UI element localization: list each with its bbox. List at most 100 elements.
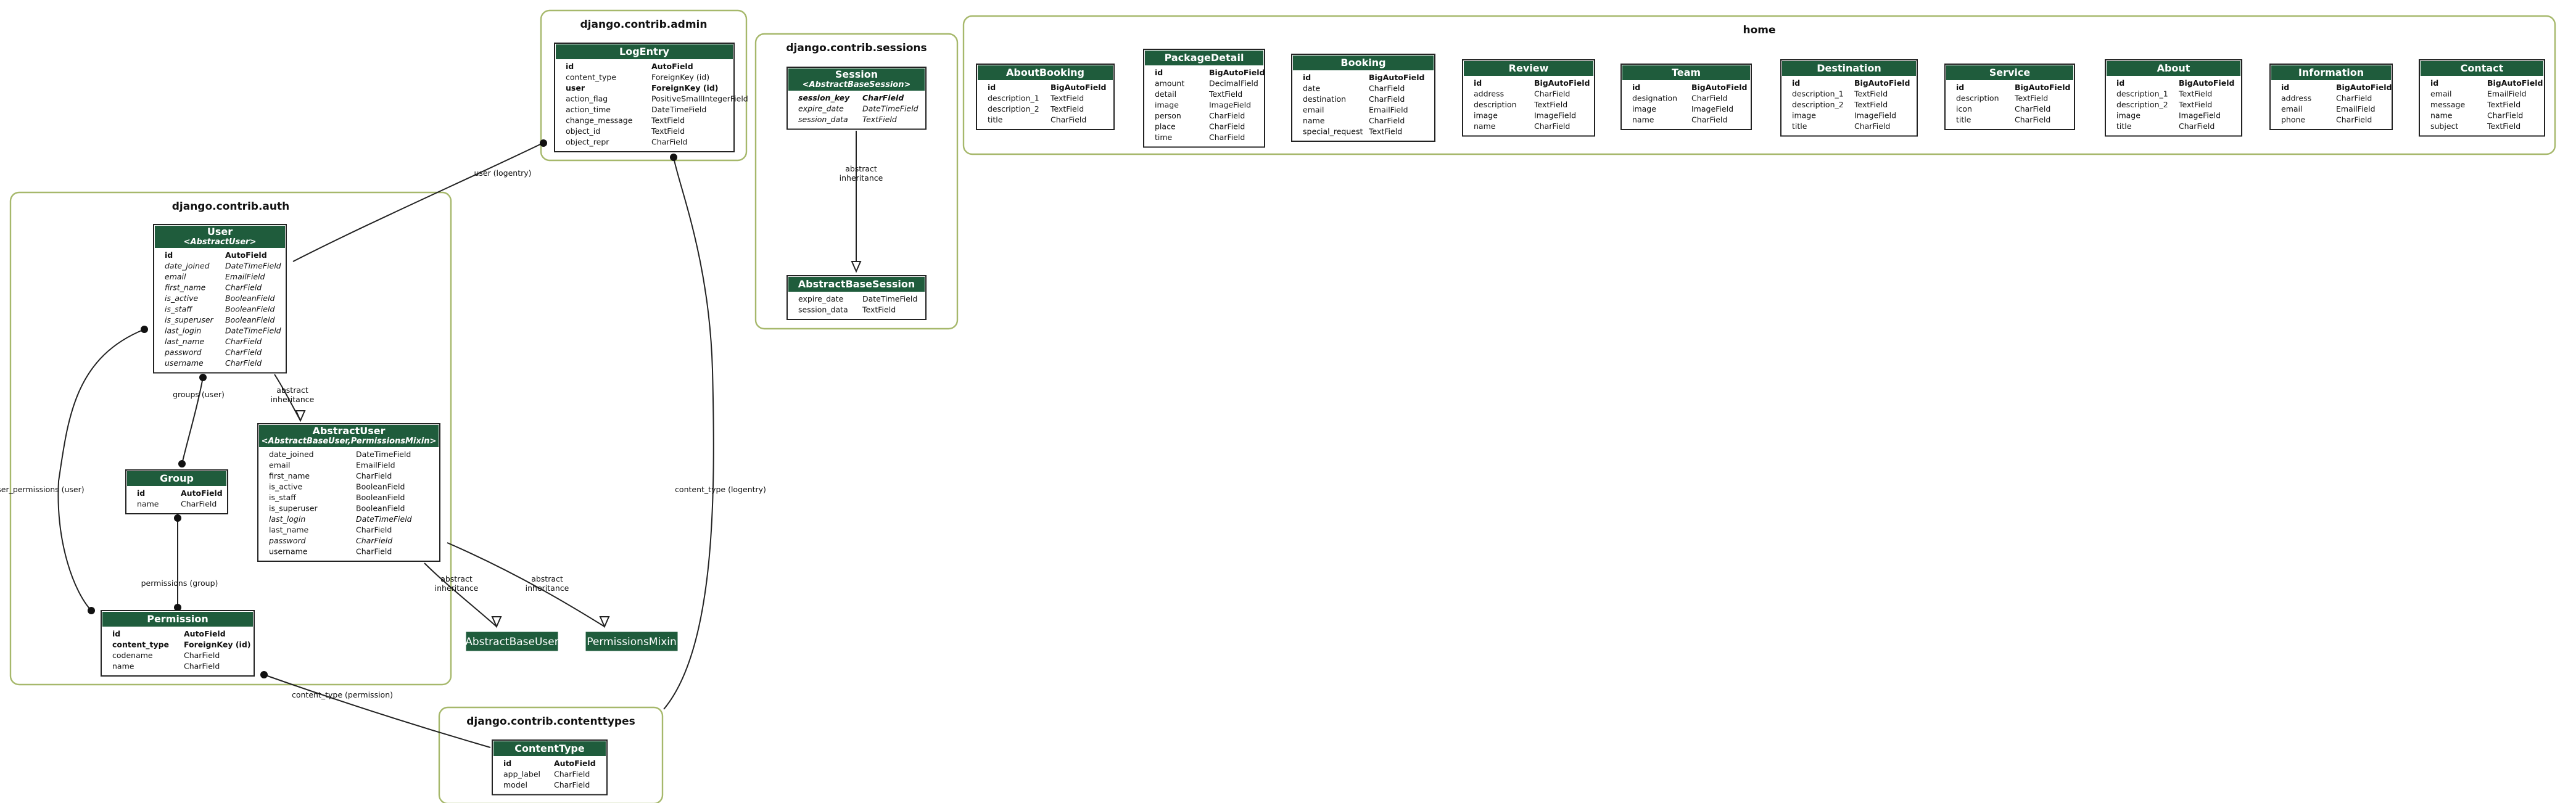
field-name: id bbox=[1632, 83, 1640, 92]
model-title: PackageDetail bbox=[1165, 52, 1244, 64]
mixin-abstractbaseuser: AbstractBaseUser bbox=[465, 632, 559, 651]
field-type: BooleanField bbox=[225, 294, 275, 303]
field-name: email bbox=[2430, 89, 2451, 99]
field-type: ForeignKey (id) bbox=[184, 640, 251, 649]
model-header bbox=[155, 226, 285, 248]
field-type: CharField bbox=[862, 93, 904, 102]
field-type: CharField bbox=[651, 138, 687, 147]
field-type: BooleanField bbox=[225, 305, 275, 314]
field-name: description_1 bbox=[2116, 89, 2168, 99]
field-type: DateTimeField bbox=[862, 104, 919, 113]
field-type: CharField bbox=[2179, 121, 2215, 131]
field-name: image bbox=[1632, 104, 1656, 113]
field-type: CharField bbox=[1209, 122, 1245, 131]
field-type: BigAutoField bbox=[2336, 83, 2392, 92]
field-type: CharField bbox=[356, 547, 392, 556]
field-name: id bbox=[566, 62, 574, 71]
field-type: CharField bbox=[1534, 89, 1570, 99]
edge-endpoint-dot bbox=[540, 139, 547, 147]
field-name: destination bbox=[1303, 94, 1346, 104]
field-name: session_data bbox=[798, 305, 848, 315]
edge-endpoint-dot bbox=[178, 460, 186, 467]
field-row: is_active BooleanField bbox=[165, 294, 275, 303]
cluster-title: django.contrib.auth bbox=[172, 200, 290, 213]
edge-line bbox=[181, 377, 204, 464]
field-name: is_active bbox=[165, 294, 199, 303]
field-type: DateTimeField bbox=[862, 294, 917, 303]
field-name: last_login bbox=[269, 514, 305, 524]
inheritance-arrowhead bbox=[599, 616, 610, 628]
field-name: message bbox=[2430, 100, 2465, 109]
field-name: id bbox=[2281, 83, 2289, 92]
mixin-label: AbstractBaseUser bbox=[465, 636, 559, 648]
model-title: Team bbox=[1672, 67, 1701, 78]
field-name: is_active bbox=[269, 482, 303, 492]
field-name: id bbox=[1792, 78, 1800, 88]
field-type: EmailField bbox=[1369, 105, 1408, 115]
edge-line bbox=[292, 142, 543, 262]
field-name: email bbox=[165, 272, 186, 281]
field-name: app_label bbox=[503, 770, 540, 779]
field-name: action_flag bbox=[566, 94, 608, 104]
edge-line bbox=[447, 542, 605, 627]
field-name: description_2 bbox=[2116, 100, 2168, 109]
mixin-box bbox=[466, 632, 558, 651]
field-type: CharField bbox=[1691, 94, 1727, 103]
field-name: id bbox=[1956, 83, 1964, 92]
model-header bbox=[127, 471, 226, 486]
edge-permission-contenttype: content_type (permission) bbox=[260, 671, 491, 748]
model-title: AbstractUser bbox=[312, 425, 385, 437]
field-type: ImageField bbox=[1854, 111, 1896, 120]
edge-endpoint-dot bbox=[670, 154, 677, 161]
cluster-title: django.contrib.admin bbox=[580, 19, 708, 31]
field-name: date bbox=[1303, 84, 1320, 93]
field-type: EmailField bbox=[2336, 104, 2376, 113]
model-title: User bbox=[207, 226, 233, 237]
field-type: CharField bbox=[225, 358, 262, 368]
field-name: description_1 bbox=[1792, 89, 1844, 99]
field-name: first_name bbox=[165, 283, 206, 292]
model-header bbox=[1946, 65, 2073, 80]
field-type: CharField bbox=[2015, 104, 2050, 113]
field-name: username bbox=[269, 547, 308, 556]
model-header bbox=[1293, 56, 1434, 70]
model-header bbox=[102, 612, 253, 627]
field-name: name bbox=[1303, 116, 1325, 125]
model-title: Session bbox=[835, 68, 878, 80]
field-name: designation bbox=[1632, 94, 1677, 103]
field-type: CharField bbox=[1209, 111, 1245, 120]
